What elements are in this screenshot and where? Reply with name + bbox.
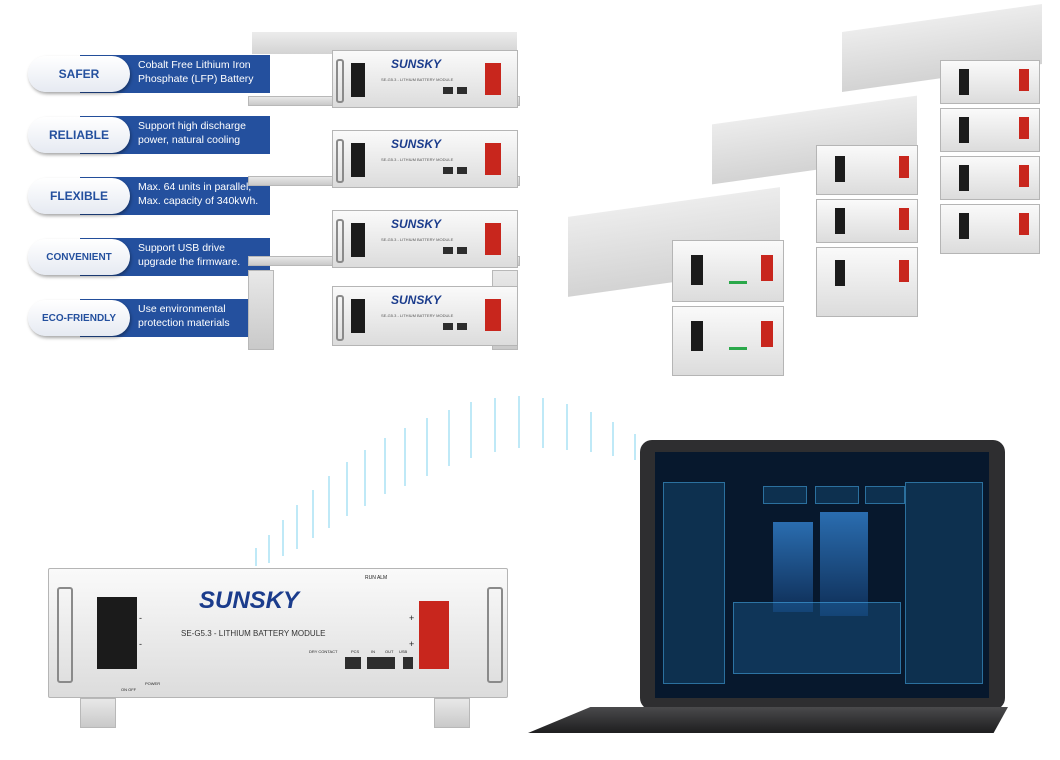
battery-module — [940, 156, 1040, 200]
battery-module: SUNSKY SE-G5.3 - LITHIUM BATTERY MODULE — [332, 286, 518, 346]
battery-module — [940, 60, 1040, 104]
battery-module: SUNSKY SE-G5.3 - LITHIUM BATTERY MODULE — [332, 50, 518, 108]
battery-module — [816, 247, 918, 317]
battery-module — [816, 145, 918, 195]
battery-module — [816, 199, 918, 243]
feature-badge: FLEXIBLE — [28, 178, 130, 214]
feature-badge: RELIABLE — [28, 117, 130, 153]
battery-module: SUNSKY SE-G5.3 - LITHIUM BATTERY MODULE — [332, 210, 518, 268]
battery-module — [940, 108, 1040, 152]
feature-flexible: FLEXIBLE Max. 64 units in parallel,Max. … — [28, 177, 270, 215]
battery-module — [672, 306, 784, 376]
battery-module — [940, 204, 1040, 254]
battery-module: SUNSKY SE-G5.3 - LITHIUM BATTERY MODULE — [332, 130, 518, 188]
feature-badge: SAFER — [28, 56, 130, 92]
feature-badge: CONVENIENT — [28, 239, 130, 275]
battery-module — [672, 240, 784, 302]
feature-badge: ECO-FRIENDLY — [28, 300, 130, 336]
dashboard-screen — [655, 452, 989, 698]
